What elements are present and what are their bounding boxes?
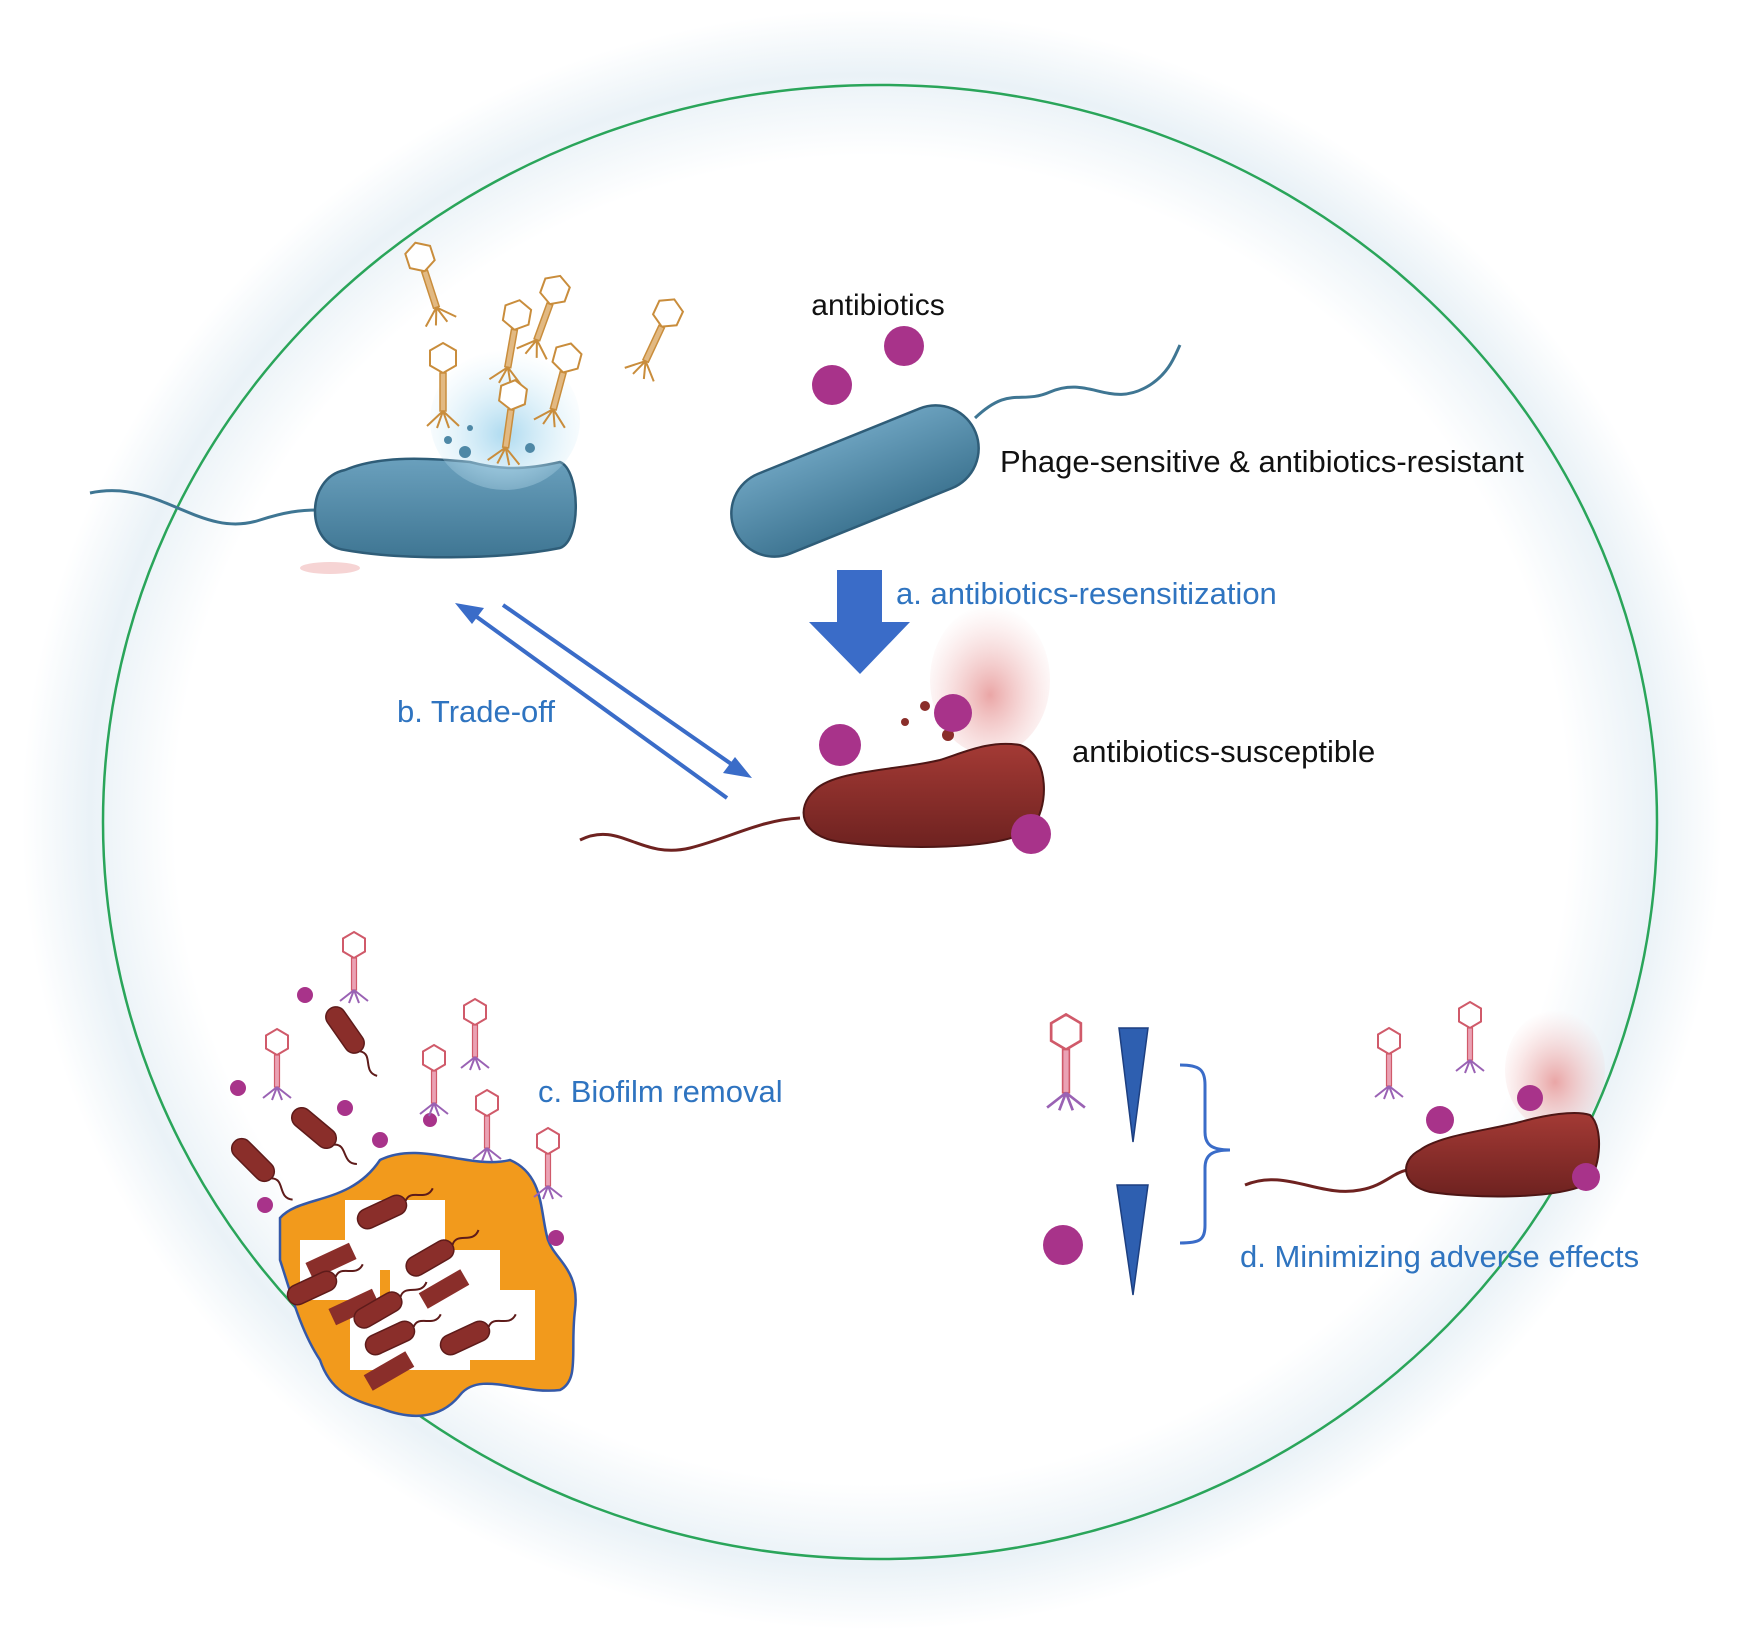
wedge-icon <box>1116 1184 1149 1296</box>
bacterium-icon <box>1405 1112 1601 1198</box>
flagellum <box>89 489 319 526</box>
bacterium-icon <box>730 404 980 558</box>
arrow-icon <box>809 570 910 674</box>
antibiotic-dot-icon <box>1426 1106 1454 1134</box>
splash-icon <box>901 701 954 741</box>
biofilm-scene <box>226 931 577 1418</box>
flagellum <box>973 344 1182 420</box>
adverse-bacterium <box>1244 1001 1605 1198</box>
flagellum <box>579 816 801 852</box>
wedge-icon <box>1118 1027 1149 1143</box>
label-resensitization: a. antibiotics-resensitization <box>896 576 1277 611</box>
label-adverse: d. Minimizing adverse effects <box>1240 1239 1639 1274</box>
tradeoff-arrows <box>455 603 752 800</box>
label-biofilm: c. Biofilm removal <box>538 1074 783 1109</box>
antibiotic-dot-icon <box>1572 1163 1600 1191</box>
antibiotic-dot-icon <box>934 694 972 732</box>
antibiotic-dot-icon <box>884 326 924 366</box>
resistant-bacterium <box>730 326 1182 558</box>
flagellum <box>1244 1168 1411 1193</box>
label-phage-sensitive: Phage-sensitive & antibiotics-resistant <box>1000 444 1524 479</box>
bracket-icon <box>1179 1063 1231 1245</box>
outer-ring <box>101 83 1659 1561</box>
biofilm-bacteria <box>226 1001 521 1391</box>
arrow-icon <box>455 603 484 624</box>
antibiotic-dot-icon <box>1011 814 1051 854</box>
antibiotic-dot-icon <box>1043 1225 1083 1265</box>
antibiotic-dot-icon <box>230 987 564 1246</box>
dose-reduction-scene <box>1043 1013 1231 1296</box>
phage-lysed-bacterium <box>89 236 690 574</box>
antibiotic-dot-icon <box>1517 1085 1543 1111</box>
arrow-icon <box>723 757 752 778</box>
antibiotic-dot-icon <box>819 724 861 766</box>
splash-icon <box>444 425 535 458</box>
susceptible-bacterium <box>579 605 1051 854</box>
burst-icon <box>1505 1010 1605 1130</box>
label-susceptible: antibiotics-susceptible <box>1072 734 1375 769</box>
label-antibiotics: antibiotics <box>811 289 944 322</box>
bacterium-icon <box>802 742 1045 848</box>
label-tradeoff: b. Trade-off <box>397 694 555 729</box>
antibiotic-dot-icon <box>812 365 852 405</box>
